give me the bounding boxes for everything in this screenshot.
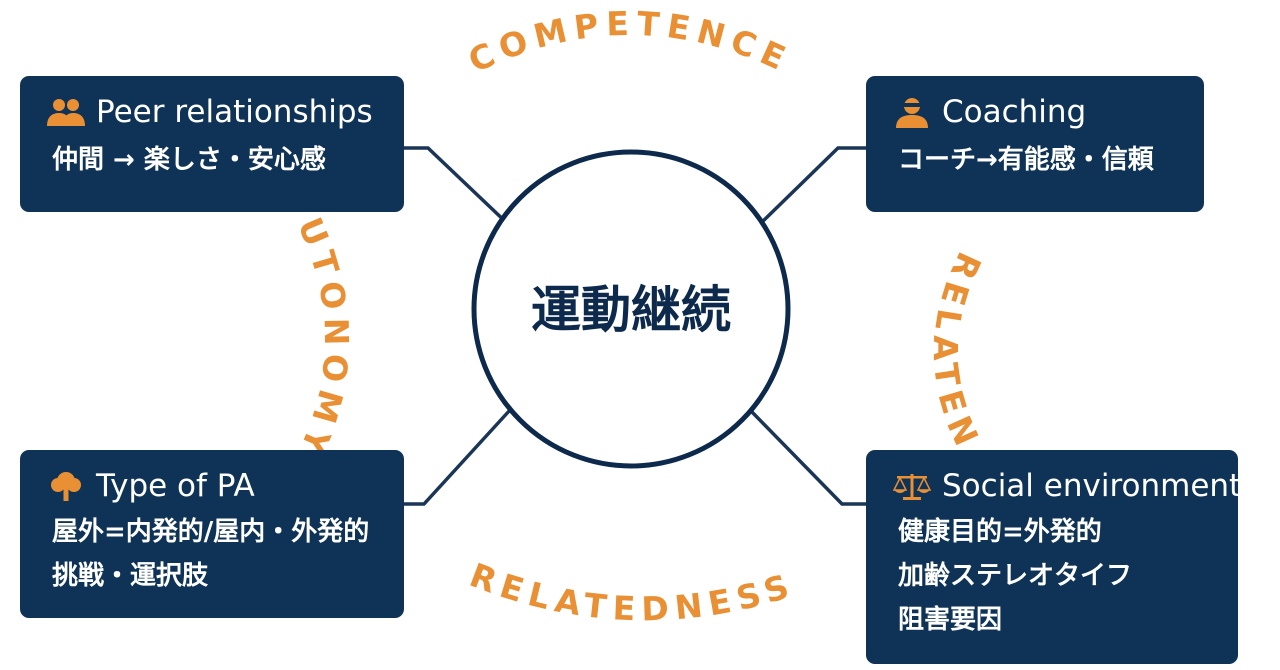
hub-circle [471, 149, 791, 469]
connectors [404, 146, 866, 506]
tree-icon [51, 472, 81, 501]
box-coaching: Coaching コーチ→有能感・信頼 [866, 76, 1204, 212]
arc-label-left-text: UTONOMY [290, 212, 349, 466]
box-social-title: Social environment [942, 468, 1242, 504]
box-social-environment: Social environment 健康目的=外発的 加齢ステレオタイフ 阻害… [866, 450, 1242, 664]
box-peer-title: Peer relationships [96, 94, 373, 130]
box-coach-title: Coaching [942, 94, 1087, 130]
box-social-line-3: 阻害要因 [898, 605, 1003, 635]
box-coach-line-1: コーチ→有能感・信頼 [898, 145, 1154, 175]
hub-label: 運動継続 [531, 281, 731, 339]
box-social-title-row: Social environment [892, 466, 1242, 506]
box-peer-line-1: 仲間 → 楽しさ・安心感 [52, 145, 326, 175]
box-type-line-1: 屋外=内発的/屋内・外発的 [52, 517, 370, 547]
arc-label-bottom: RELATEDNESS [465, 555, 800, 628]
box-peer-relationships: Peer relationships 仲間 → 楽しさ・安心感 [20, 76, 404, 212]
connector-peer [404, 146, 512, 228]
box-social-line-1: 健康目的=外発的 [898, 517, 1102, 547]
box-peer-title-row: Peer relationships [46, 92, 404, 132]
people-icon [47, 99, 85, 126]
coach-icon [896, 98, 928, 128]
box-type-of-pa: Type of PA 屋外=内発的/屋内・外発的 挑戦・運択肢 [20, 450, 404, 618]
box-coach-title-row: Coaching [892, 92, 1204, 132]
box-type-title-row: Type of PA [46, 466, 404, 506]
scale-icon [892, 474, 932, 500]
arc-label-top-text: COMPETENCE [463, 4, 791, 81]
box-social-line-2: 加齢ステレオタイフ [898, 561, 1133, 591]
arc-label-left: UTONOMY [290, 212, 356, 466]
connector-type [404, 408, 512, 506]
arc-label-right: RELATEN [926, 246, 989, 457]
box-type-title: Type of PA [96, 468, 255, 504]
arc-label-bottom-text: RELATEDNESS [465, 555, 793, 628]
connector-social [750, 410, 866, 506]
arc-label-top: COMPETENCE [463, 4, 798, 81]
connector-coach [756, 146, 866, 228]
arc-label-right-text: RELATEN [926, 246, 982, 457]
box-type-line-2: 挑戦・運択肢 [52, 561, 209, 591]
